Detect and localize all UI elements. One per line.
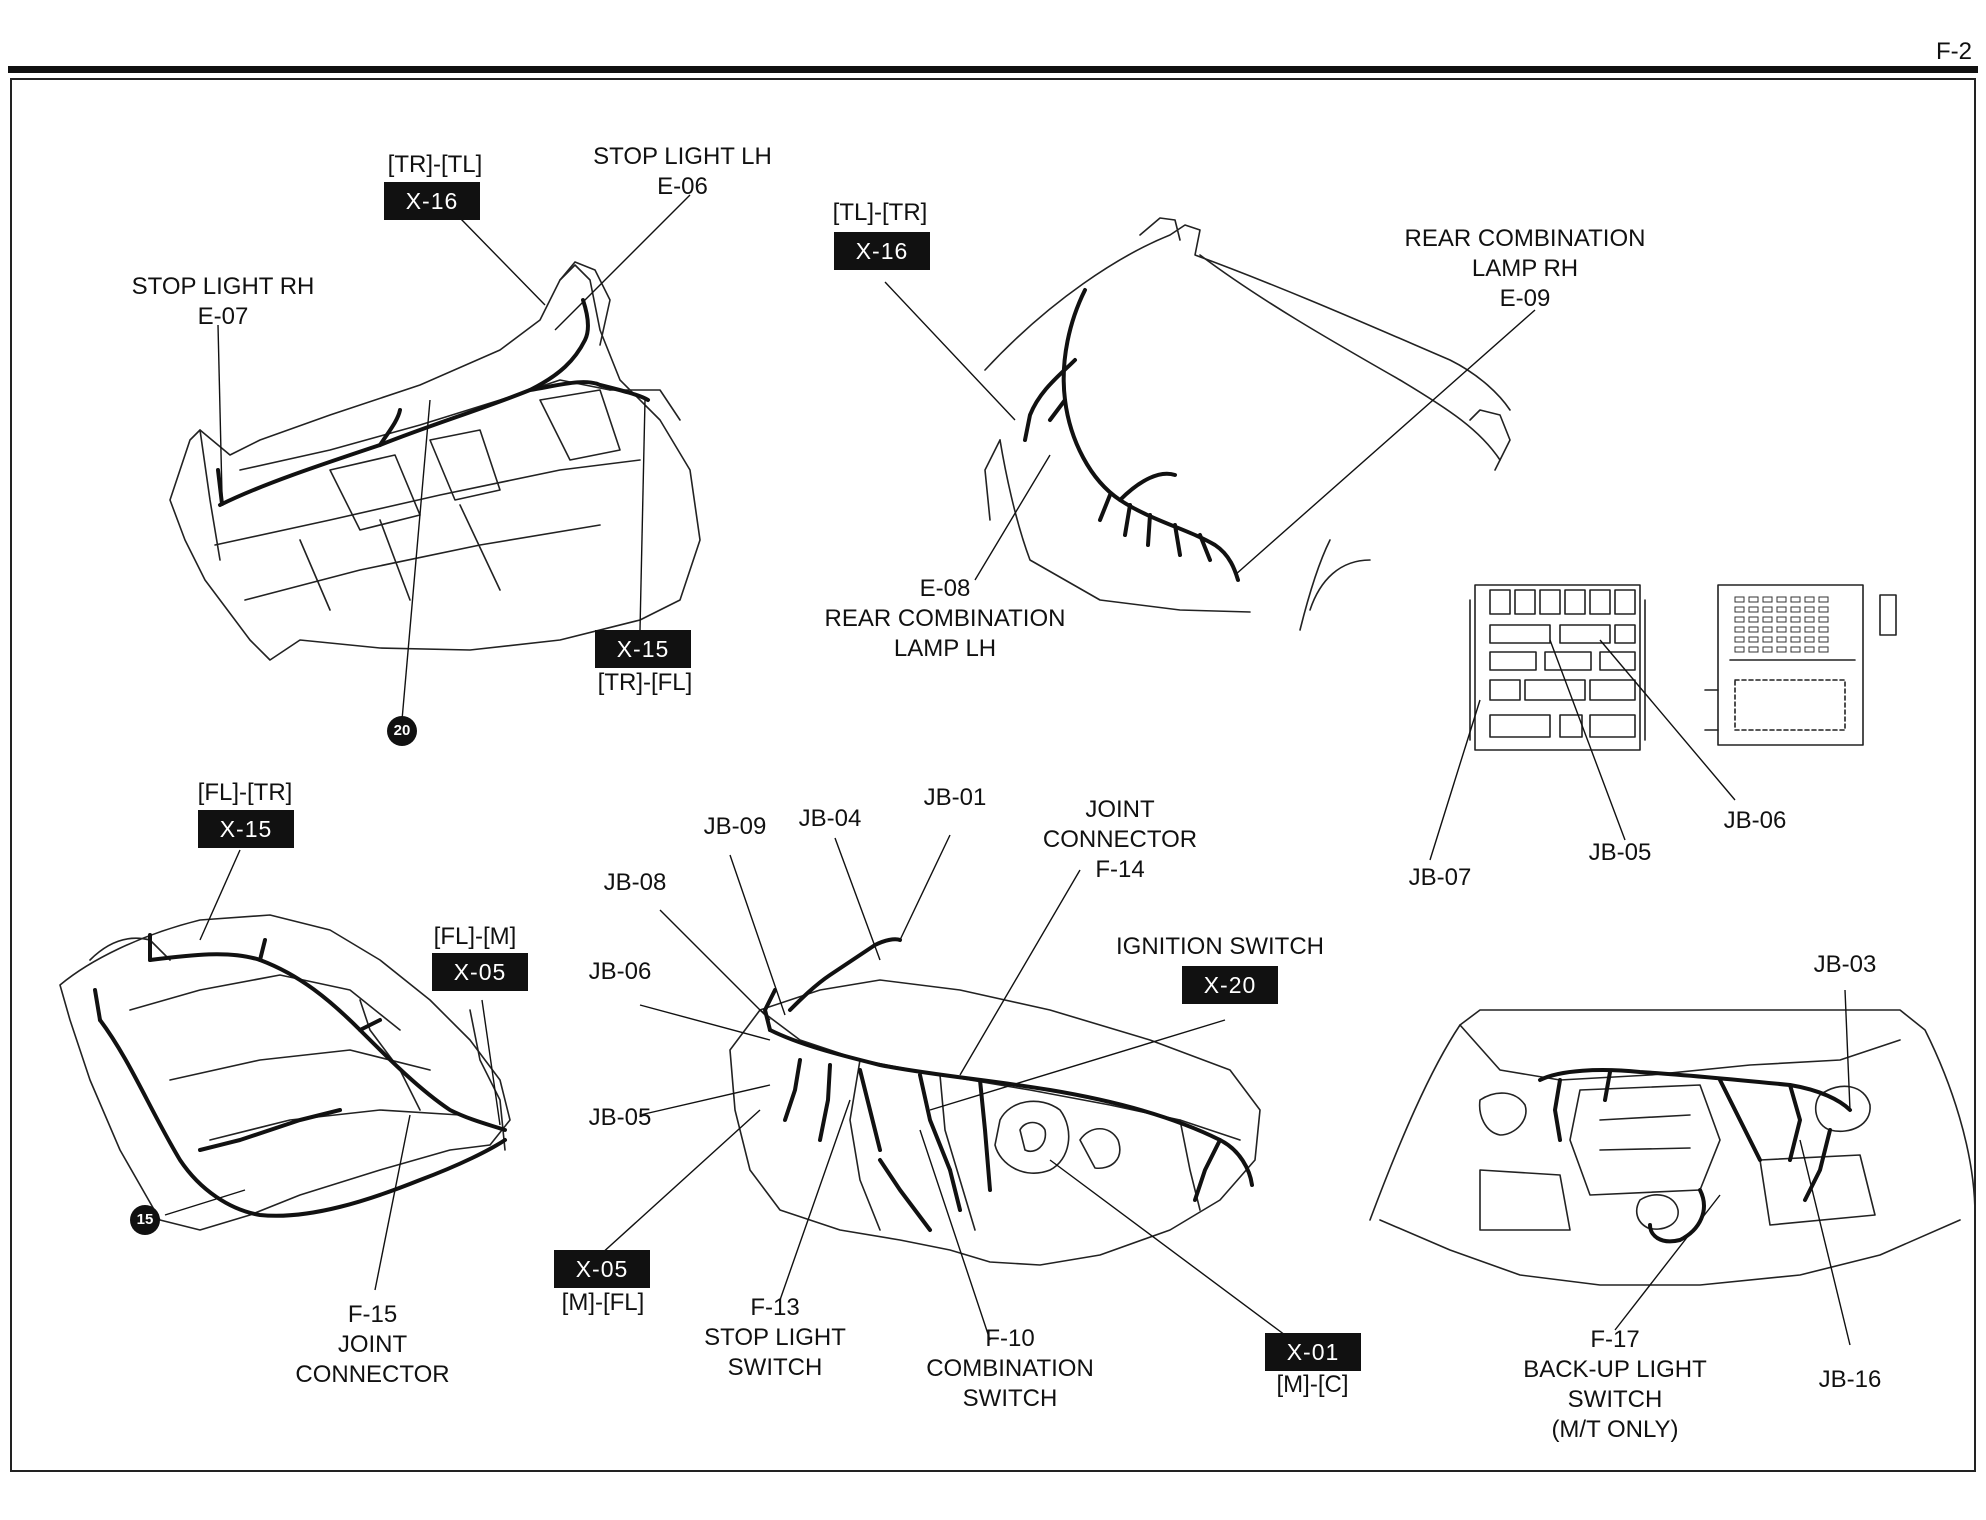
trunk-harness-drawing	[169, 261, 701, 661]
label-rear-combination-lh: E-08 REAR COMBINATION LAMP LH	[824, 575, 1066, 662]
engine-bay-harness-drawing	[1369, 1009, 1976, 1286]
fuse-slot	[1762, 636, 1773, 643]
fuse-slot	[1734, 626, 1745, 633]
fuse-slot	[1734, 616, 1745, 623]
label-fl-m: [FL]-[M]	[433, 923, 517, 950]
tag-x15-trunk: X-15	[595, 630, 691, 668]
fuse-slot	[1776, 636, 1787, 643]
diagram-frame	[10, 78, 1976, 1472]
fuse-slot	[1818, 636, 1829, 643]
label-stop-light-rh: STOP LIGHT RH E-07	[131, 273, 315, 330]
fuse-slot	[1734, 636, 1745, 643]
fuse-slot	[1790, 636, 1801, 643]
header-rule	[8, 66, 1978, 73]
label-jb09: JB-09	[703, 813, 767, 840]
fuse-slot	[1776, 626, 1787, 633]
tag-x16-rear: X-16	[834, 232, 930, 270]
fuse-slot	[1762, 596, 1773, 603]
label-jb06-box: JB-06	[1723, 807, 1787, 834]
label-jb05-box: JB-05	[1588, 839, 1652, 866]
fuse-slot	[1804, 616, 1815, 623]
fuse-slot	[1804, 636, 1815, 643]
fuse-slot	[1762, 626, 1773, 633]
fuse-slot	[1748, 636, 1759, 643]
fuse-slot	[1776, 606, 1787, 613]
fuse-slot	[1776, 646, 1787, 653]
fuse-slot	[1762, 606, 1773, 613]
label-jb07: JB-07	[1408, 864, 1472, 891]
label-fl-tr: [FL]-[TR]	[197, 779, 293, 806]
label-jb08: JB-08	[603, 869, 667, 896]
callout-badge-15: 15	[130, 1205, 160, 1235]
tag-x15-floor: X-15	[198, 810, 294, 848]
fuse-slot	[1790, 616, 1801, 623]
fuse-slot	[1790, 606, 1801, 613]
label-jb05-dash: JB-05	[588, 1104, 652, 1131]
fuse-slot	[1748, 616, 1759, 623]
fuse-slot	[1818, 626, 1829, 633]
fuse-slot	[1734, 646, 1745, 653]
label-stop-light-lh: STOP LIGHT LH E-06	[593, 143, 772, 200]
fuse-slot	[1748, 596, 1759, 603]
floor-harness-drawing	[59, 914, 511, 1231]
tag-x20: X-20	[1182, 966, 1278, 1004]
dashboard-harness-drawing	[729, 937, 1261, 1266]
label-jb01: JB-01	[923, 784, 987, 811]
tag-x05-floor: X-05	[432, 953, 528, 991]
fuse-slot	[1776, 596, 1787, 603]
label-jb16: JB-16	[1818, 1366, 1882, 1393]
label-ignition-switch: IGNITION SWITCH	[1116, 933, 1324, 960]
junction-box-front	[1469, 584, 1646, 751]
junction-box-rear	[1704, 584, 1897, 746]
fuse-slot	[1818, 606, 1829, 613]
fuse-slot	[1748, 606, 1759, 613]
fuse-slot	[1818, 596, 1829, 603]
tag-x01: X-01	[1265, 1333, 1361, 1371]
label-f10-combination-switch: F-10 COMBINATION SWITCH	[926, 1325, 1094, 1412]
leader-lines	[164, 194, 1851, 1346]
label-jb03: JB-03	[1813, 951, 1877, 978]
fuse-slot	[1790, 626, 1801, 633]
fuse-slot	[1776, 616, 1787, 623]
fuse-slot	[1734, 606, 1745, 613]
fuse-slot	[1748, 626, 1759, 633]
fuse-slot	[1804, 626, 1815, 633]
label-joint-connector-f14: JOINT CONNECTOR F-14	[1042, 796, 1198, 883]
fuse-slot	[1804, 606, 1815, 613]
fuse-slot	[1804, 596, 1815, 603]
label-m-c: [M]-[C]	[1276, 1371, 1349, 1398]
tag-x16-trunk: X-16	[384, 182, 480, 220]
label-f13-stop-light-switch: F-13 STOP LIGHT SWITCH	[704, 1294, 846, 1381]
page-number: F-2	[1936, 38, 1972, 65]
label-tl-tr: [TL]-[TR]	[832, 199, 928, 226]
label-tr-fl: [TR]-[FL]	[597, 669, 693, 696]
fuse-slot	[1818, 646, 1829, 653]
label-rear-combination-rh: REAR COMBINATION LAMP RH E-09	[1404, 225, 1646, 312]
tag-x05-dash: X-05	[554, 1250, 650, 1288]
fuse-slot	[1818, 616, 1829, 623]
label-tr-tl: [TR]-[TL]	[387, 151, 483, 178]
fuse-slot	[1734, 596, 1745, 603]
fuse-slot	[1762, 646, 1773, 653]
fuse-slot	[1762, 616, 1773, 623]
label-f17-backup-light-switch: F-17 BACK-UP LIGHT SWITCH (M/T ONLY)	[1523, 1326, 1707, 1443]
label-jb04: JB-04	[798, 805, 862, 832]
fuse-slot	[1790, 596, 1801, 603]
label-f15-joint-connector: F-15 JOINT CONNECTOR	[295, 1301, 450, 1388]
fuse-slot	[1748, 646, 1759, 653]
fuse-slot	[1790, 646, 1801, 653]
label-jb06-dash: JB-06	[588, 958, 652, 985]
callout-badge-20: 20	[387, 716, 417, 746]
fuse-slot	[1804, 646, 1815, 653]
label-m-fl: [M]-[FL]	[561, 1289, 645, 1316]
